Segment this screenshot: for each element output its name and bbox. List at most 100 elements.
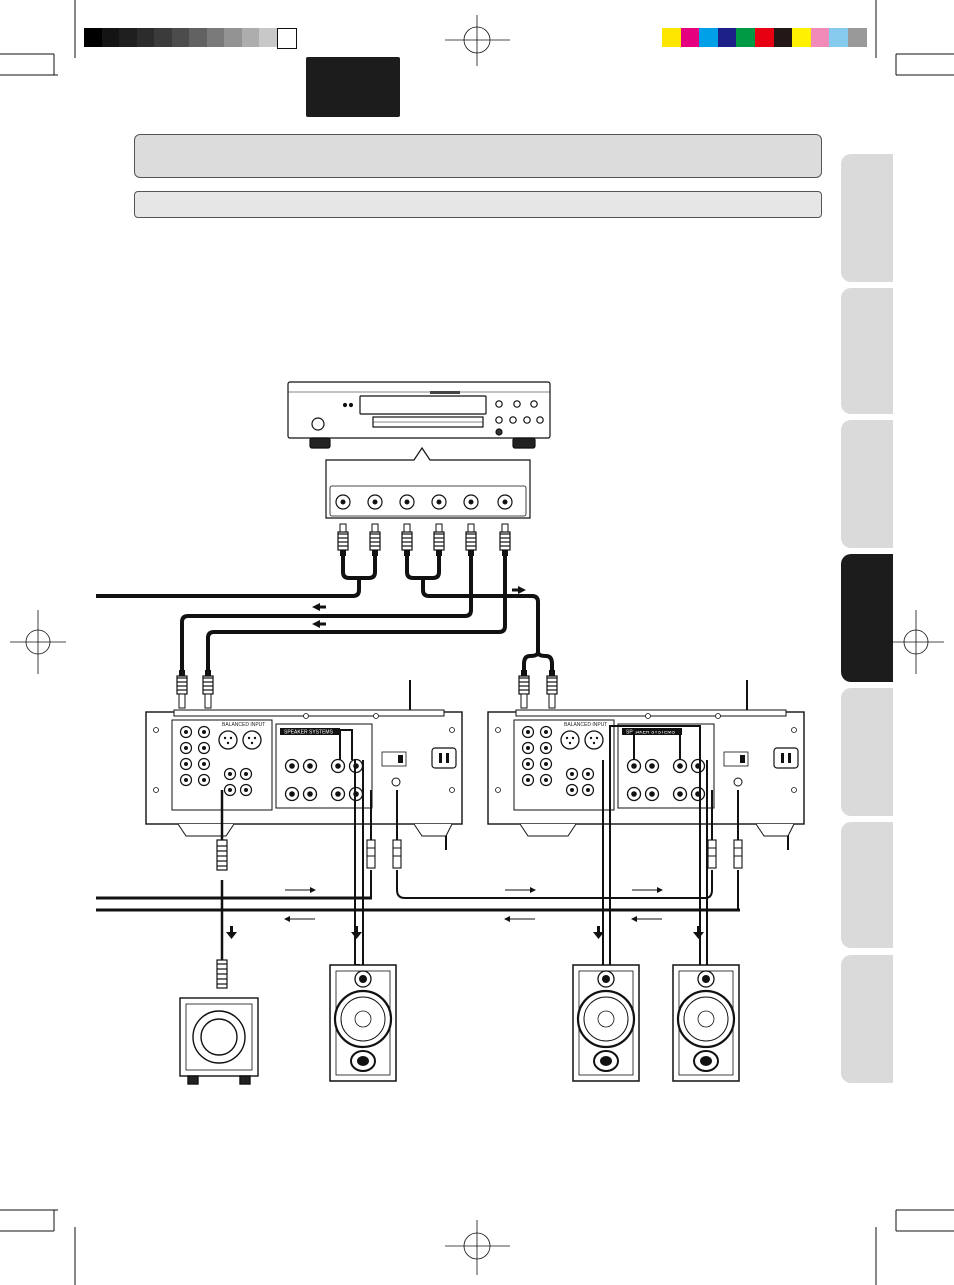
panel-screw <box>495 787 501 793</box>
rca-plug-body <box>176 675 188 695</box>
speaker-woofer-cap <box>597 1010 615 1028</box>
input-jack-pin <box>184 746 188 750</box>
panel-screw <box>645 713 651 719</box>
preout-jack-pin <box>244 772 248 776</box>
amp-input-plugs <box>176 670 558 709</box>
input-jack-pin <box>544 778 548 782</box>
registration-target-left <box>10 610 66 674</box>
trigger-jack <box>733 777 743 787</box>
amp-top-lip <box>173 709 445 717</box>
amp-foot <box>177 823 235 837</box>
speaker-jumper <box>339 729 353 760</box>
gray-swatch <box>84 28 102 47</box>
registration-target-top <box>445 15 510 66</box>
rca-plug-tip <box>548 693 556 709</box>
preout-jack-pin <box>244 788 248 792</box>
balanced-input-label: BALANCED INPUT <box>222 722 265 728</box>
amp-top-lip <box>515 709 787 717</box>
input-jack-pin <box>544 762 548 766</box>
speaker-terminal-core <box>307 791 313 797</box>
side-index-tab-6[interactable] <box>841 822 893 948</box>
gray-swatch <box>154 28 172 47</box>
side-index-tab-2[interactable] <box>841 288 893 414</box>
speaker-terminal-core <box>307 763 313 769</box>
side-index-tab-1[interactable] <box>841 154 893 282</box>
rca-plug-body <box>202 675 214 695</box>
rca-plug-boot <box>205 670 211 676</box>
gray-swatch <box>119 28 137 47</box>
side-index-tab-7[interactable] <box>841 955 893 1083</box>
xlr-pin <box>229 736 233 740</box>
gray-swatch <box>259 28 277 47</box>
gray-swatch <box>171 28 190 47</box>
rca-plug-body <box>433 531 445 551</box>
rca-plug-tip <box>371 523 379 533</box>
color-swatch <box>755 28 774 47</box>
rca-plug-body <box>465 531 477 551</box>
panel-screw <box>791 787 797 793</box>
preout-jack-pin <box>228 788 232 792</box>
speaker-terminal-core <box>631 763 637 769</box>
panel-screw <box>303 713 309 719</box>
speaker-right-a <box>572 964 640 1082</box>
xlr-pin <box>568 741 572 745</box>
color-swatch <box>810 28 830 47</box>
input-jack-pin <box>202 778 206 782</box>
xlr-pin <box>250 741 254 745</box>
rca-jack-pin <box>372 499 378 505</box>
speaker-terminal-core <box>335 763 341 769</box>
cd-rca-plugs <box>337 523 511 556</box>
xlr-jack <box>584 730 604 750</box>
mini-jack-cables <box>370 790 739 910</box>
panel-screw <box>449 787 455 793</box>
speaker-jumper <box>609 725 701 760</box>
subwoofer <box>179 997 259 1085</box>
panel-screw <box>495 727 501 733</box>
color-swatch <box>829 28 849 47</box>
down-arrows <box>226 926 704 939</box>
panel-screw <box>153 787 159 793</box>
input-jack-pin <box>544 746 548 750</box>
trigger-jack <box>391 777 401 787</box>
cd-player <box>287 381 551 449</box>
xlr-pin <box>223 736 227 740</box>
rca-plug-tip <box>467 523 475 533</box>
speaker-port-hole <box>357 1056 369 1066</box>
xlr-pin <box>226 741 230 745</box>
side-index-tab-4[interactable] <box>841 554 893 682</box>
speaker-right-b <box>672 964 740 1082</box>
side-index-tab-5[interactable] <box>841 688 893 816</box>
xlr-pin <box>565 736 569 740</box>
input-jack-pin <box>184 778 188 782</box>
speaker-terminal-core <box>289 763 295 769</box>
ac-inlet-pin <box>439 753 442 763</box>
power-mode-switch-knob <box>398 755 403 763</box>
speaker-port-hole <box>600 1056 612 1066</box>
input-jack-pin <box>202 746 206 750</box>
rca-plug-tip <box>520 693 528 709</box>
preout-jack-pin <box>228 772 232 776</box>
rca-plug-boot <box>340 550 346 556</box>
cd-rear-panel-callout <box>325 446 531 519</box>
rca-plug-body <box>518 675 530 695</box>
rca-plug-boot <box>468 550 474 556</box>
gray-swatch <box>189 28 207 47</box>
color-swatch <box>662 28 681 47</box>
xlr-pin <box>595 736 599 740</box>
preout-jack-pin <box>586 788 590 792</box>
cd-output-cables <box>96 555 554 670</box>
gray-swatch <box>241 28 260 47</box>
rca-jack-pin <box>502 499 508 505</box>
section-header-block <box>306 57 400 117</box>
gray-swatch <box>224 28 242 47</box>
rca-plug-tip <box>403 523 411 533</box>
side-index-tab-3[interactable] <box>841 420 893 548</box>
xlr-jack <box>242 730 262 750</box>
speaker-terminal-core <box>289 791 295 797</box>
panel-screw <box>373 713 379 719</box>
gray-swatch <box>276 28 297 49</box>
preout-jack-pin <box>586 772 590 776</box>
